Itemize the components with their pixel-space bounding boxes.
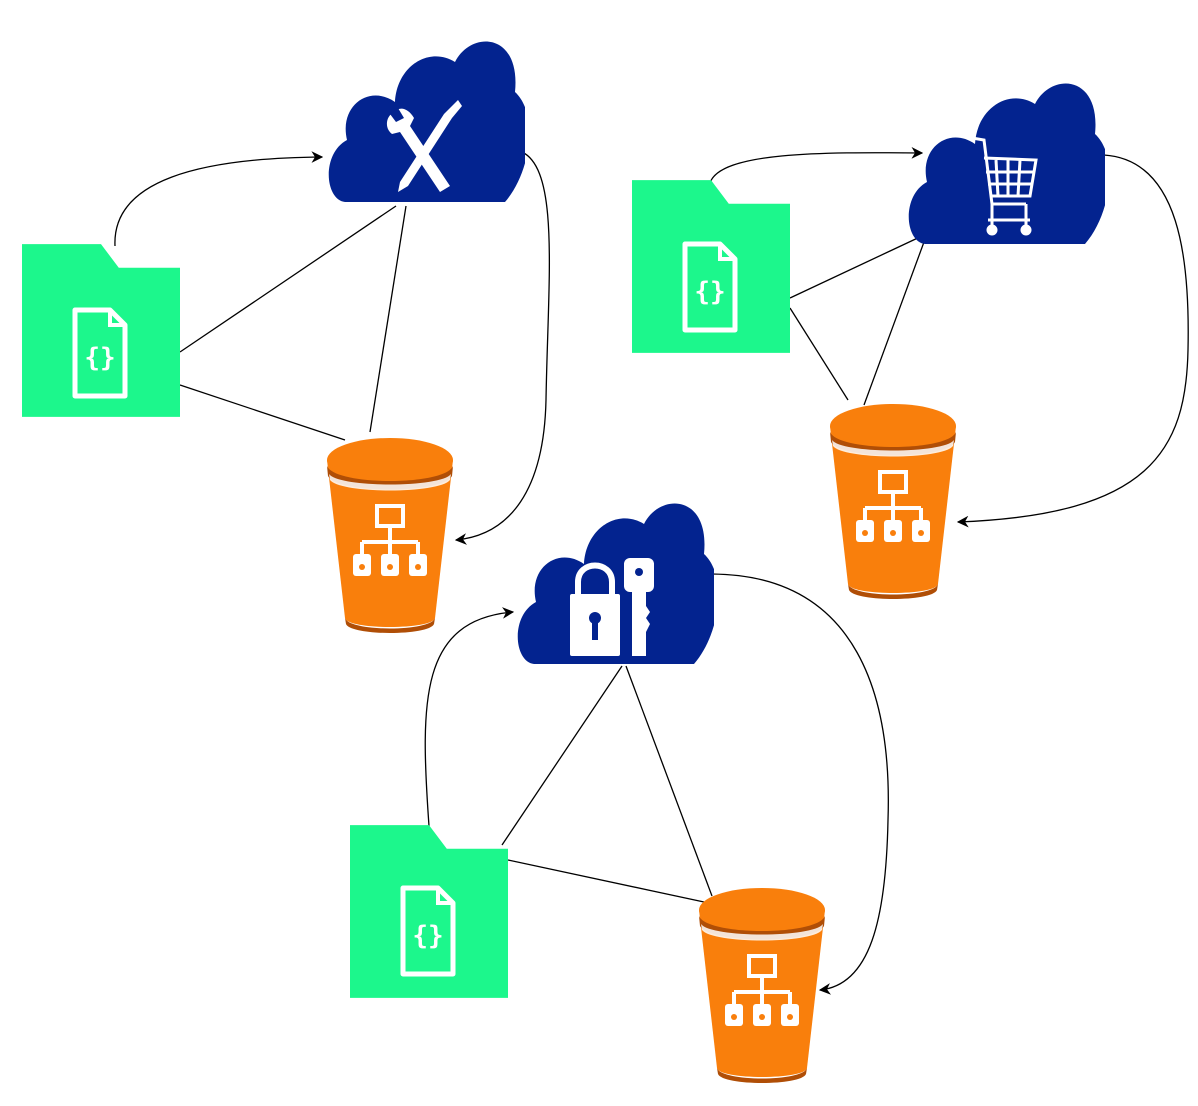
edge-folder-security-to-cloud-security xyxy=(501,665,623,846)
edge-folder-shopping-to-bucket-shopping xyxy=(789,307,849,401)
bucket-tools[interactable] xyxy=(325,436,455,635)
edge-folder-security-to-bucket-security xyxy=(507,859,705,903)
edge-cloud-security-to-bucket-security xyxy=(625,665,713,897)
edge-cloud-tools-to-bucket-tools-arrow xyxy=(454,151,551,545)
edge-cloud-shopping-to-bucket-shopping-arrow xyxy=(956,154,1189,528)
lock-and-key-icon xyxy=(570,558,654,656)
edge-folder-shopping-to-cloud-shopping-arrow xyxy=(709,147,924,184)
edge-folder-security-to-cloud-security-arrow xyxy=(424,607,515,827)
edge-folder-shopping-to-cloud-shopping xyxy=(789,235,923,299)
folder-security[interactable] xyxy=(350,825,508,998)
bucket-security[interactable] xyxy=(697,886,827,1085)
edge-folder-tools-to-cloud-tools xyxy=(179,205,397,353)
edge-cloud-shopping-to-bucket-shopping xyxy=(863,241,925,406)
bucket-shopping[interactable] xyxy=(828,402,958,601)
edge-cloud-security-to-bucket-security-arrow xyxy=(711,573,889,995)
cloud-security[interactable] xyxy=(517,503,719,664)
folder-tools[interactable] xyxy=(22,244,180,417)
edges xyxy=(114,147,1189,995)
edge-cloud-tools-to-bucket-tools xyxy=(369,205,407,433)
cloud-shopping[interactable] xyxy=(908,83,1110,244)
folder-shopping[interactable] xyxy=(632,180,790,353)
edge-folder-tools-to-cloud-tools-arrow xyxy=(114,151,324,247)
cloud-tools[interactable] xyxy=(328,41,530,202)
shopping-cart-icon xyxy=(971,136,1038,236)
wrench-screwdriver-icon xyxy=(386,100,462,192)
edge-folder-tools-to-bucket-tools xyxy=(179,384,346,441)
